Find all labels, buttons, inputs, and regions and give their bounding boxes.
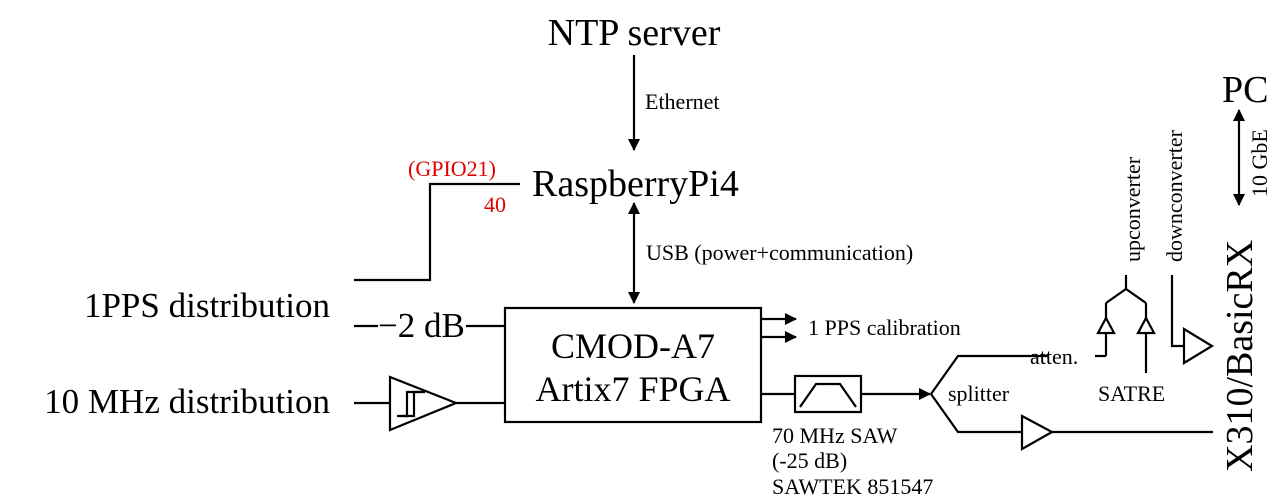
saw-line3: SAWTEK 851547: [772, 474, 933, 499]
satre-antenna-fork: [1105, 287, 1147, 304]
satre-downconverter-amp-icon: [1136, 315, 1156, 335]
splitter-upper-branch: [930, 354, 1048, 395]
sdr-label: X310/BasicRX: [1219, 240, 1261, 472]
pc-label: PC: [1222, 69, 1268, 111]
bandpass-icon: [799, 382, 857, 408]
downconverter-label: downconverter: [1162, 129, 1187, 262]
gbe-label: 10 GbE: [1247, 129, 1272, 197]
pps-calibration-label: 1 PPS calibration: [808, 315, 961, 340]
satre-upconverter-amp-icon: [1096, 315, 1116, 335]
fpga-line1: CMOD-A7: [551, 326, 715, 366]
amplifier-icon: [1020, 414, 1055, 451]
atten-label: atten.: [1030, 344, 1078, 369]
ntp-server-label: NTP server: [548, 12, 721, 54]
pps-distribution-label: 1PPS distribution: [84, 286, 330, 325]
gpio-name-label: (GPIO21): [408, 156, 496, 181]
satre-label: SATRE: [1098, 381, 1165, 406]
fpga-line2: Artix7 FPGA: [535, 369, 730, 409]
fpga-block: [503, 306, 763, 424]
saw-filter-box: [793, 374, 863, 414]
saw-line1: 70 MHz SAW: [772, 423, 898, 448]
schmitt-buffer-icon: [388, 375, 459, 432]
usb-label: USB (power+communication): [646, 240, 913, 265]
upconverter-label: upconverter: [1120, 156, 1145, 262]
splitter-label: splitter: [948, 381, 1010, 406]
mhz-distribution-label: 10 MHz distribution: [44, 382, 330, 421]
attenuation-label: −2 dB: [378, 306, 465, 345]
downconverter-amp-icon: [1182, 327, 1215, 365]
gpio-wire: [354, 182, 520, 282]
ethernet-label: Ethernet: [645, 89, 720, 114]
gpio-pin-label: 40: [484, 192, 506, 217]
raspberry-pi-label: RaspberryPi4: [532, 163, 739, 205]
splitter-lower-branch: [930, 393, 1022, 434]
downconverter-wire: [1170, 275, 1184, 348]
saw-line2: (-25 dB): [772, 448, 847, 473]
